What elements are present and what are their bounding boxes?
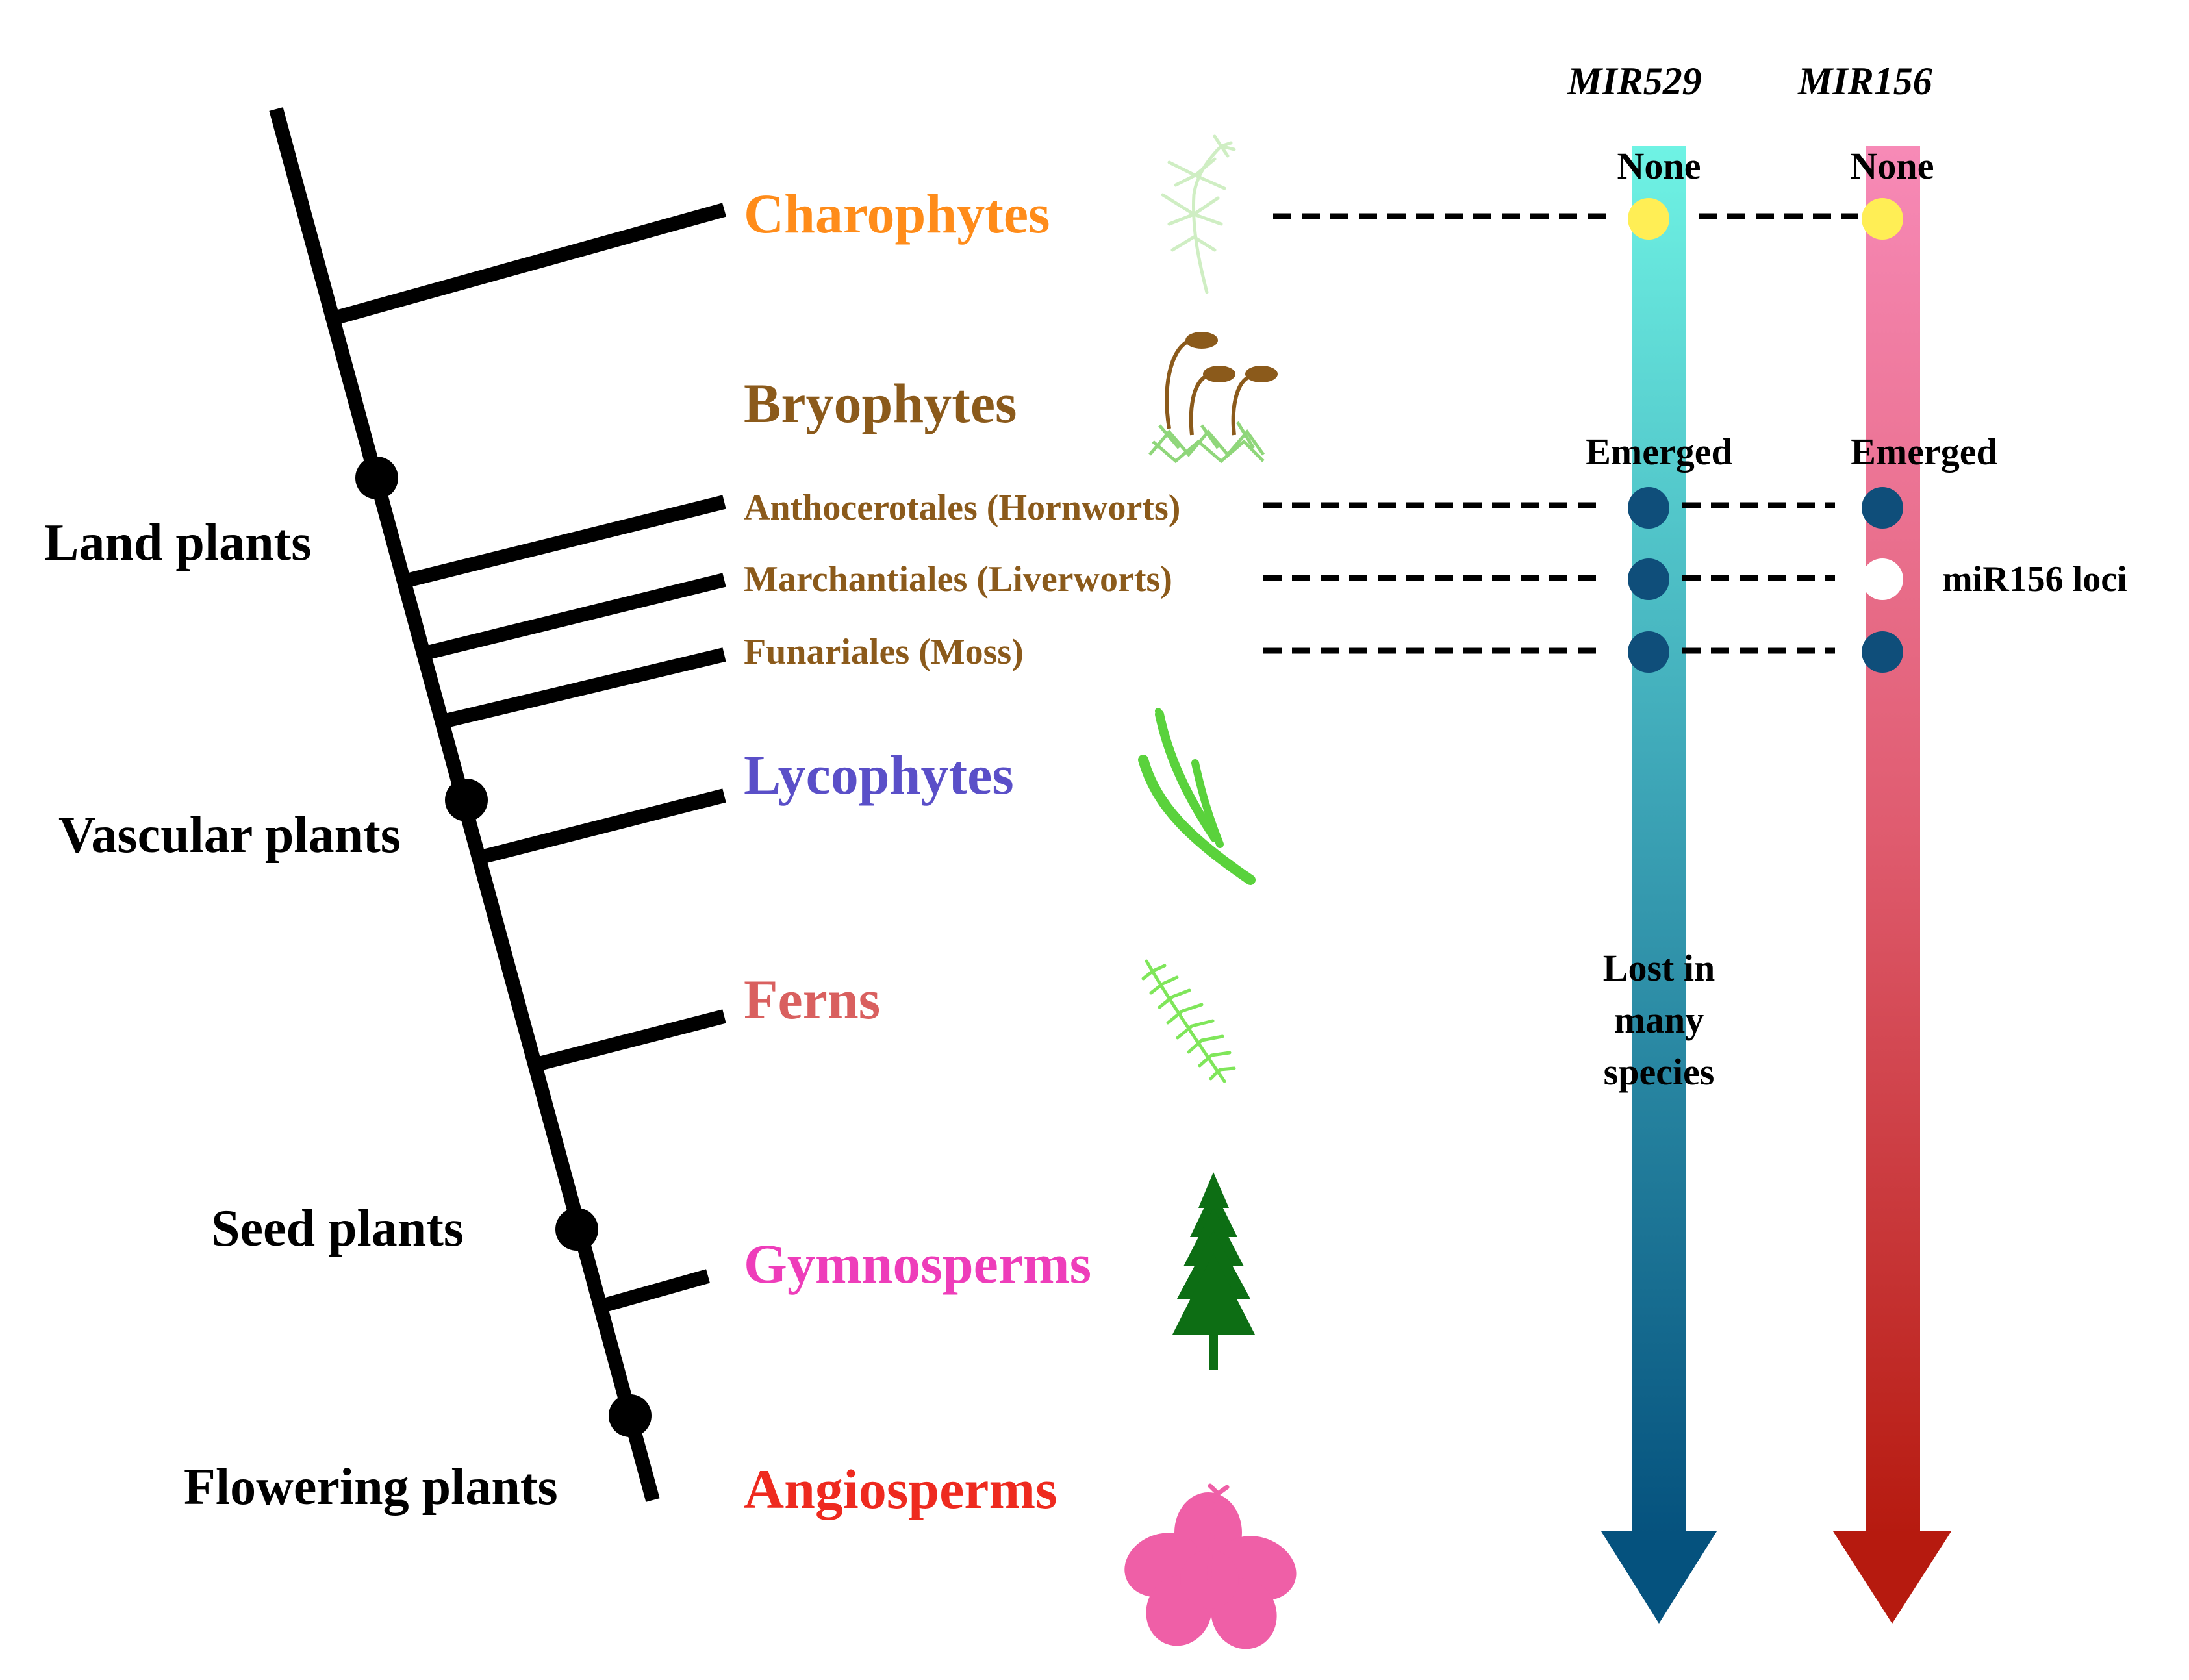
status-lost-line3: species: [1604, 1051, 1715, 1093]
taxon-moss: Funariales (Moss): [744, 632, 1024, 672]
branch-lycophytes: [479, 788, 726, 864]
label-seed-plants: Seed plants: [211, 1200, 464, 1257]
branch-liverworts: [425, 573, 726, 660]
branch-charophytes: [332, 203, 726, 325]
clade-nodes: [355, 457, 652, 1437]
bryophyte-icon: [1148, 332, 1278, 464]
branch-ferns: [532, 1009, 726, 1072]
header-mir529: MIR529: [1567, 60, 1702, 103]
status-dots: [1628, 198, 1903, 673]
taxon-hornworts: Anthocerotales (Hornworts): [744, 488, 1180, 528]
mir156-loci-label: miR156 loci: [1942, 559, 2127, 599]
status-none-529: None: [1617, 145, 1701, 187]
dot-moss-529: [1628, 631, 1669, 673]
dot-hornworts-156: [1862, 487, 1903, 529]
dashed-connectors: [1263, 213, 1858, 654]
label-land-plants: Land plants: [44, 514, 311, 571]
header-mir156: MIR156: [1797, 60, 1932, 103]
mir529-arrow: [1601, 146, 1717, 1624]
column-headers: MIR529 MIR156: [1567, 60, 1932, 103]
charophyte-icon: [1161, 134, 1236, 294]
taxon-gymnosperms: Gymnosperms: [744, 1233, 1091, 1295]
status-emerged-529: Emerged: [1586, 431, 1732, 473]
status-lost-line1: Lost in: [1603, 947, 1715, 989]
taxon-liverworts: Marchantiales (Liverworts): [744, 559, 1172, 599]
mir156-arrow: [1833, 146, 1951, 1624]
lycophyte-icon: [1138, 708, 1256, 885]
dot-hornworts-529: [1628, 487, 1669, 529]
dot-liverworts-156: [1862, 558, 1903, 600]
node-flowering-plants: [609, 1394, 652, 1437]
status-none-156: None: [1851, 145, 1934, 187]
taxon-angiosperms: Angiosperms: [744, 1458, 1057, 1520]
taxon-bryophytes: Bryophytes: [744, 372, 1017, 434]
status-labels: None None Emerged Emerged Lost in many s…: [1586, 145, 1997, 1093]
branch-hornworts: [407, 495, 726, 587]
taxon-lycophytes: Lycophytes: [744, 744, 1014, 806]
branch-gymnosperms: [602, 1269, 710, 1312]
angiosperm-icon: [1124, 1483, 1297, 1649]
node-seed-plants: [555, 1208, 598, 1251]
label-vascular-plants: Vascular plants: [58, 807, 401, 864]
dot-liverworts-529: [1628, 558, 1669, 600]
taxon-charophytes: Charophytes: [744, 182, 1050, 245]
dot-charophytes-156: [1862, 198, 1903, 240]
dot-moss-156: [1862, 631, 1903, 673]
dot-charophytes-529: [1628, 198, 1669, 240]
label-flowering-plants: Flowering plants: [184, 1459, 558, 1516]
phylogenetic-tree: [269, 107, 726, 1502]
branch-moss: [444, 647, 726, 728]
status-emerged-156: Emerged: [1851, 431, 1997, 473]
gymnosperm-icon: [1172, 1172, 1255, 1370]
node-vascular-plants: [445, 779, 488, 821]
clade-labels: Land plants Vascular plants Seed plants …: [44, 514, 558, 1516]
fern-icon: [1141, 959, 1236, 1083]
status-lost-line2: many: [1614, 999, 1704, 1041]
node-land-plants: [355, 457, 398, 499]
taxon-ferns: Ferns: [744, 968, 880, 1031]
taxa-labels: Charophytes Bryophytes Anthocerotales (H…: [744, 182, 1180, 1520]
